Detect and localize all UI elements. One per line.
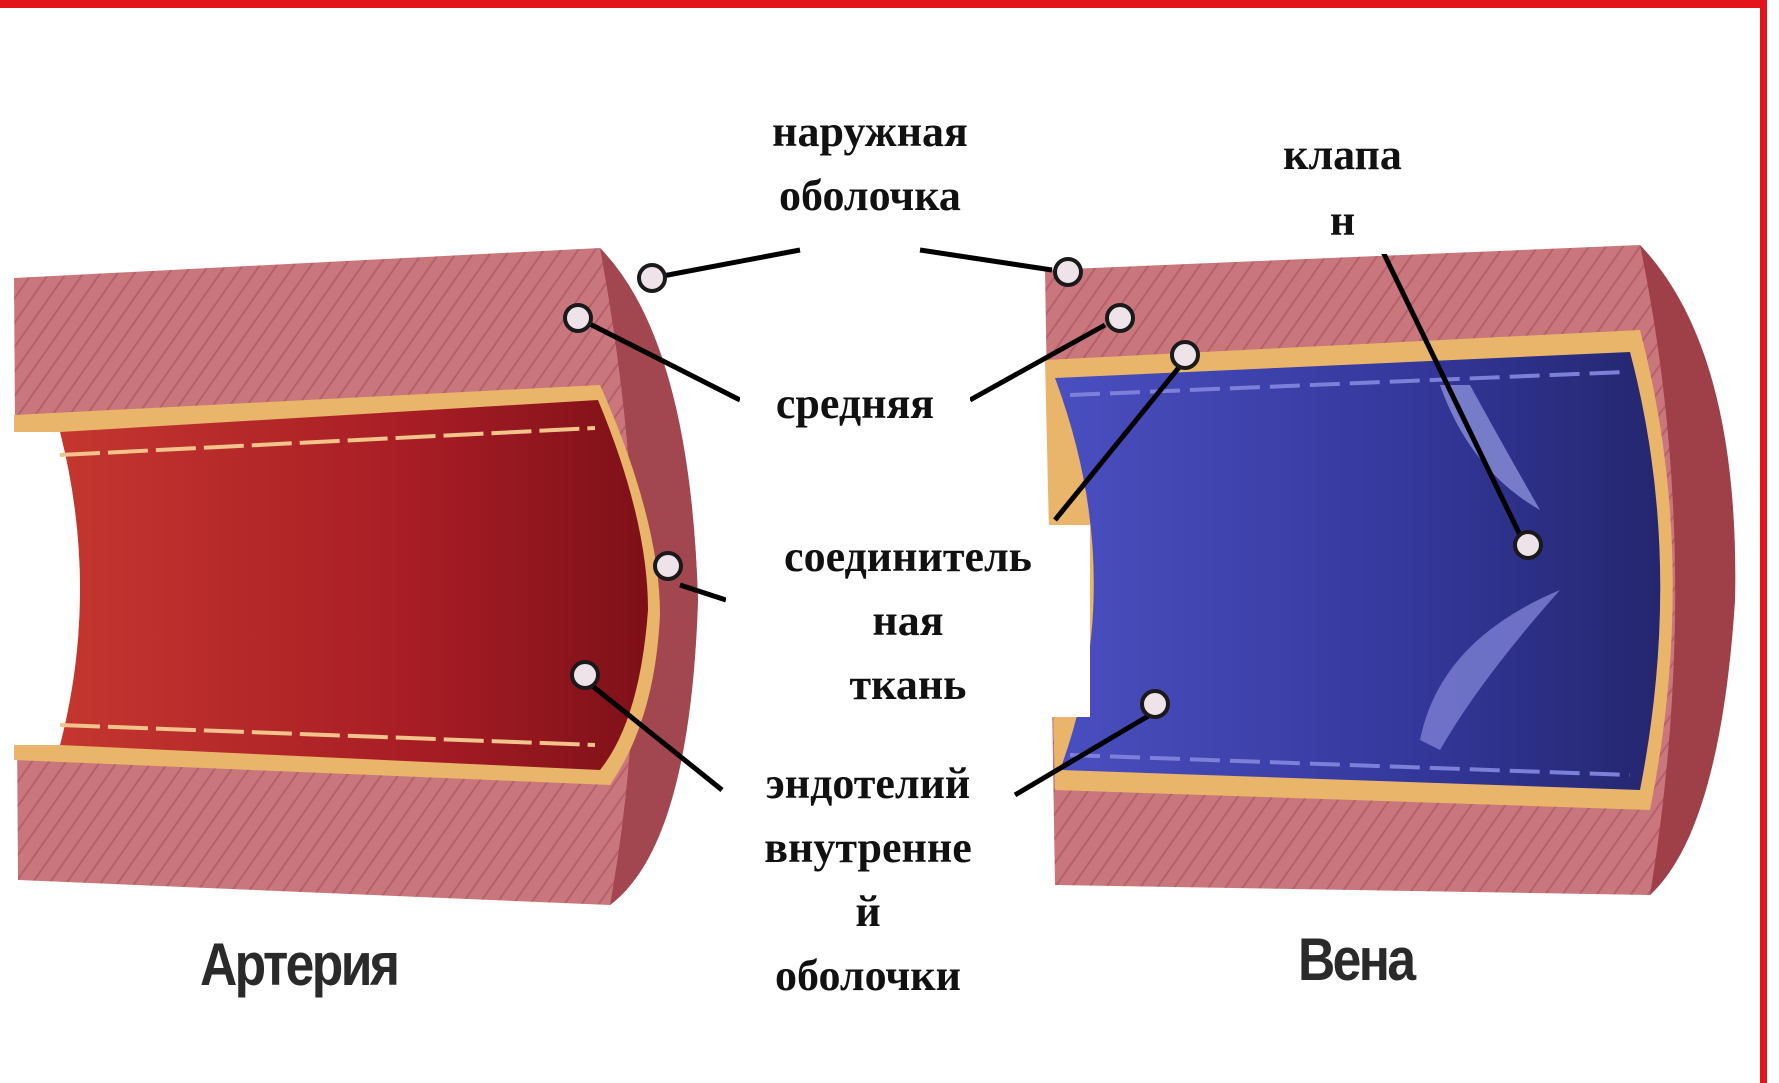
label-connective-tissue: соединитель ная ткань — [726, 525, 1090, 717]
label-endothelium-line-1: эндотелий — [728, 752, 1008, 816]
label-valve-line-2: н — [1265, 188, 1420, 254]
caption-artery: Артерия — [200, 930, 397, 999]
caption-vein: Вена — [1298, 925, 1414, 994]
label-endothelium-line-4: оболочки — [728, 944, 1008, 1008]
label-valve: клапа н — [1265, 122, 1420, 254]
artery-lumen — [60, 400, 648, 770]
label-valve-line-1: клапа — [1265, 122, 1420, 188]
label-endothelium: эндотелий внутренне й оболочки — [728, 752, 1008, 1008]
label-connective-line-1: соединитель — [726, 525, 1090, 589]
label-middle-text: средняя — [740, 372, 970, 436]
vein-illustration — [1045, 245, 1735, 895]
label-middle-sheath: средняя — [740, 372, 970, 436]
vein-lumen — [1055, 352, 1660, 790]
label-endothelium-line-2: внутренне — [728, 816, 1008, 880]
label-endothelium-line-3: й — [728, 880, 1008, 944]
artery-lumen-opening — [14, 432, 80, 745]
artery-illustration — [14, 248, 698, 905]
label-connective-line-3: ткань — [726, 653, 1090, 717]
label-outer-line-2: оболочка — [735, 164, 1005, 228]
label-connective-line-2: ная — [726, 589, 1090, 653]
label-outer-line-1: наружная — [735, 100, 1005, 164]
label-outer-sheath: наружная оболочка — [735, 100, 1005, 228]
